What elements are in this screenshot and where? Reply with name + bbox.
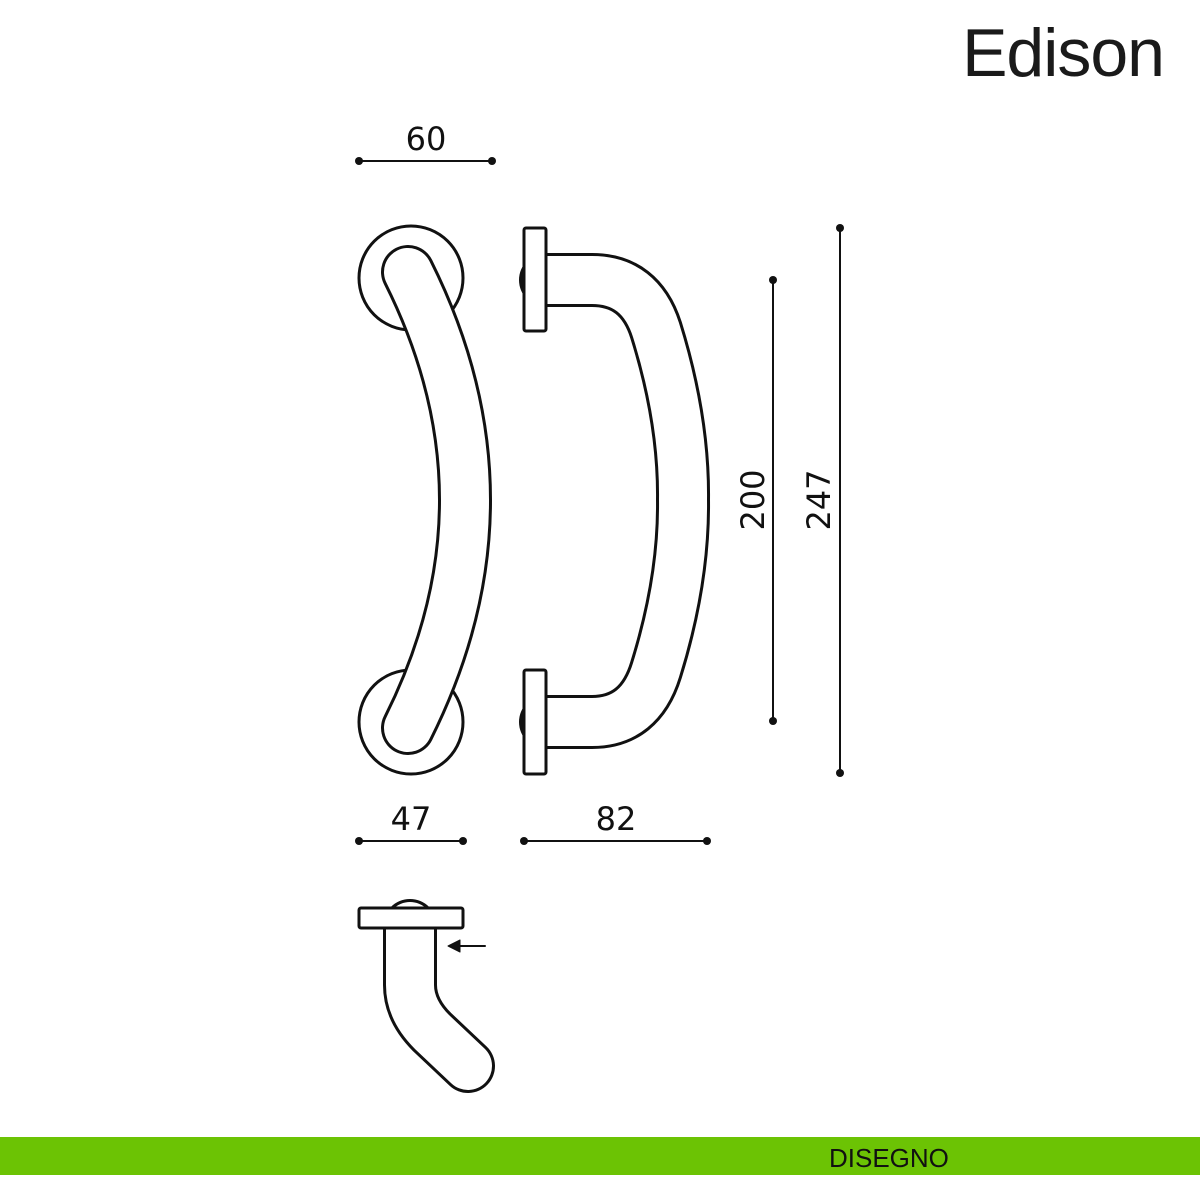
section-view <box>357 899 495 1093</box>
dim-total-length: 247 <box>800 469 838 530</box>
dim-center-distance: 200 <box>734 469 772 530</box>
dim-rose-depth: 47 <box>391 800 432 838</box>
dimension-endpoints <box>355 157 844 845</box>
side-view <box>519 226 711 776</box>
bottom-plate <box>522 668 548 776</box>
footer-bar: DISEGNO <box>0 1137 1200 1175</box>
dimension-lines <box>358 160 841 842</box>
product-title: Edison <box>962 15 1165 91</box>
top-plate <box>522 226 548 333</box>
section-tube <box>386 902 492 1090</box>
footer-label: DISEGNO <box>829 1143 949 1173</box>
dim-rose-diameter: 60 <box>406 120 447 158</box>
curved-bar <box>384 248 489 752</box>
dim-projection: 82 <box>596 800 637 838</box>
front-view <box>357 224 492 776</box>
section-plate <box>357 906 465 930</box>
side-bar <box>546 256 708 746</box>
arrowhead-icon <box>447 939 461 953</box>
